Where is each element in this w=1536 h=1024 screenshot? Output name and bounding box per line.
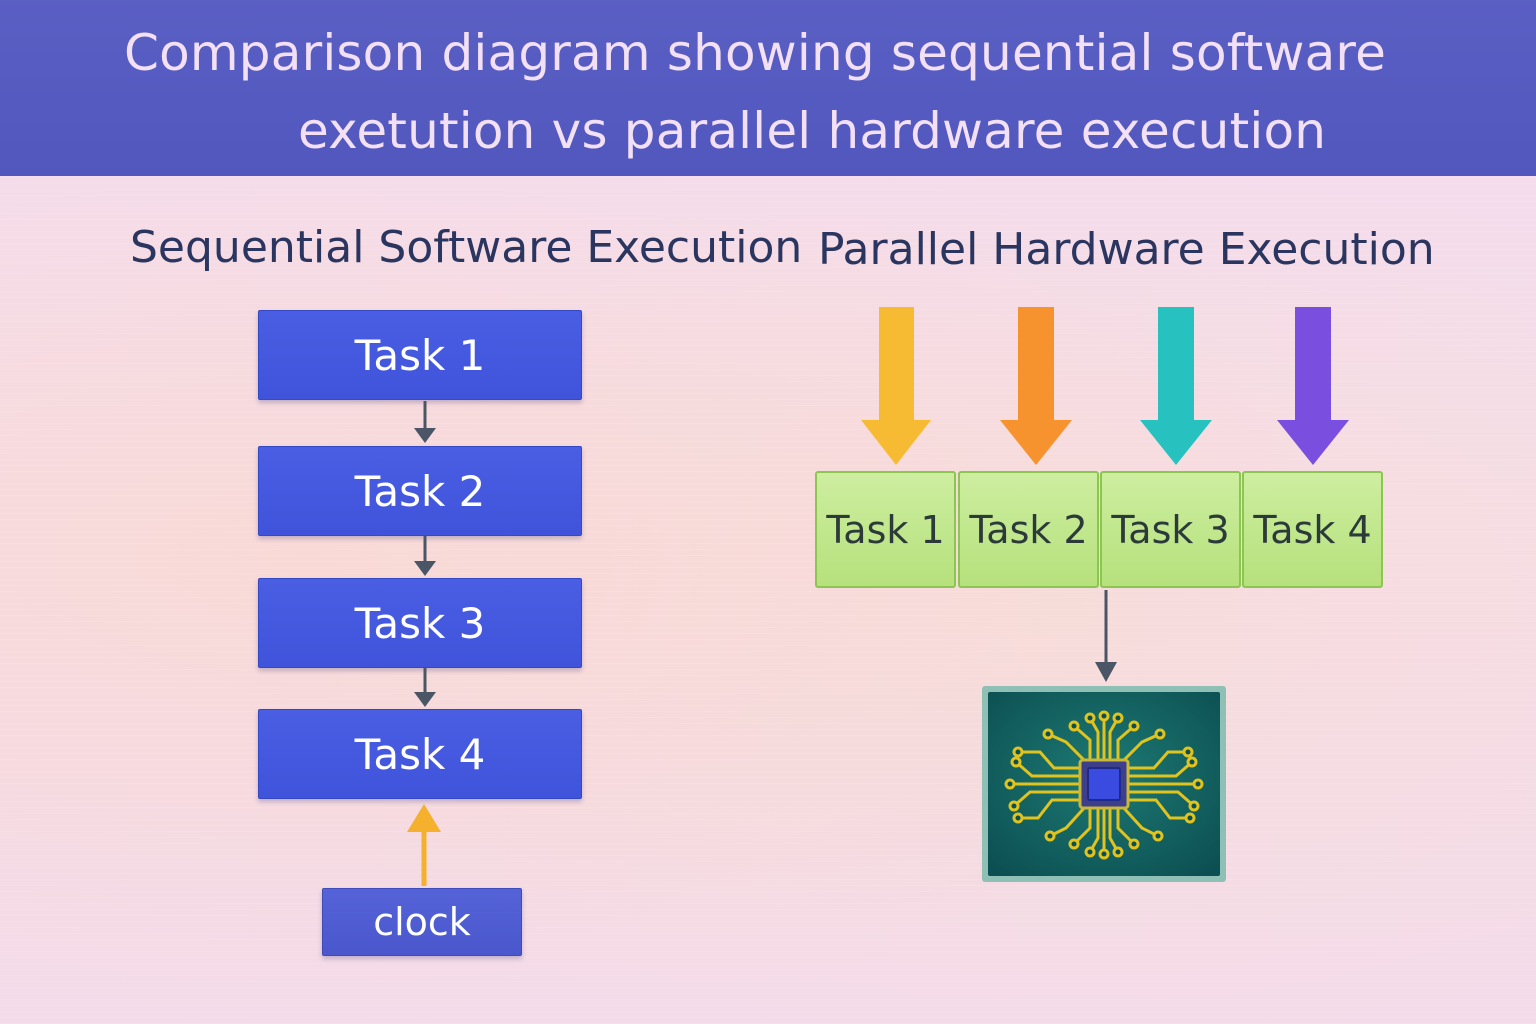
sequential-task-3: Task 3: [258, 578, 582, 668]
parallel-to-chip-connector-head: [1095, 662, 1117, 682]
parallel-arrow-1: [861, 307, 931, 465]
sequential-task-4: Task 4: [258, 709, 582, 799]
sequential-connector-2-3-head: [414, 561, 436, 576]
parallel-task-2: Task 2: [958, 471, 1099, 588]
clock-arrow: [407, 804, 441, 886]
parallel-arrow-4: [1277, 307, 1349, 465]
sequential-connector-3-4-head: [414, 692, 436, 707]
parallel-section-title: Parallel Hardware Execution: [818, 224, 1435, 275]
parallel-task-1: Task 1: [815, 471, 956, 588]
parallel-arrow-2: [1000, 307, 1072, 465]
diagram-title-line-2: exetution vs parallel hardware execution: [298, 102, 1327, 160]
sequential-section-title: Sequential Software Execution: [130, 222, 803, 273]
sequential-task-1: Task 1: [258, 310, 582, 400]
diagram-title-line-1: Comparison diagram showing sequential so…: [124, 24, 1387, 82]
parallel-arrow-3: [1140, 307, 1212, 465]
sequential-connector-1-2-head: [414, 428, 436, 443]
title-banner: Comparison diagram showing sequential so…: [0, 0, 1536, 176]
parallel-task-4: Task 4: [1242, 471, 1383, 588]
microchip-icon: [982, 686, 1226, 882]
clock-box: clock: [322, 888, 522, 956]
sequential-task-2: Task 2: [258, 446, 582, 536]
parallel-task-3: Task 3: [1100, 471, 1241, 588]
